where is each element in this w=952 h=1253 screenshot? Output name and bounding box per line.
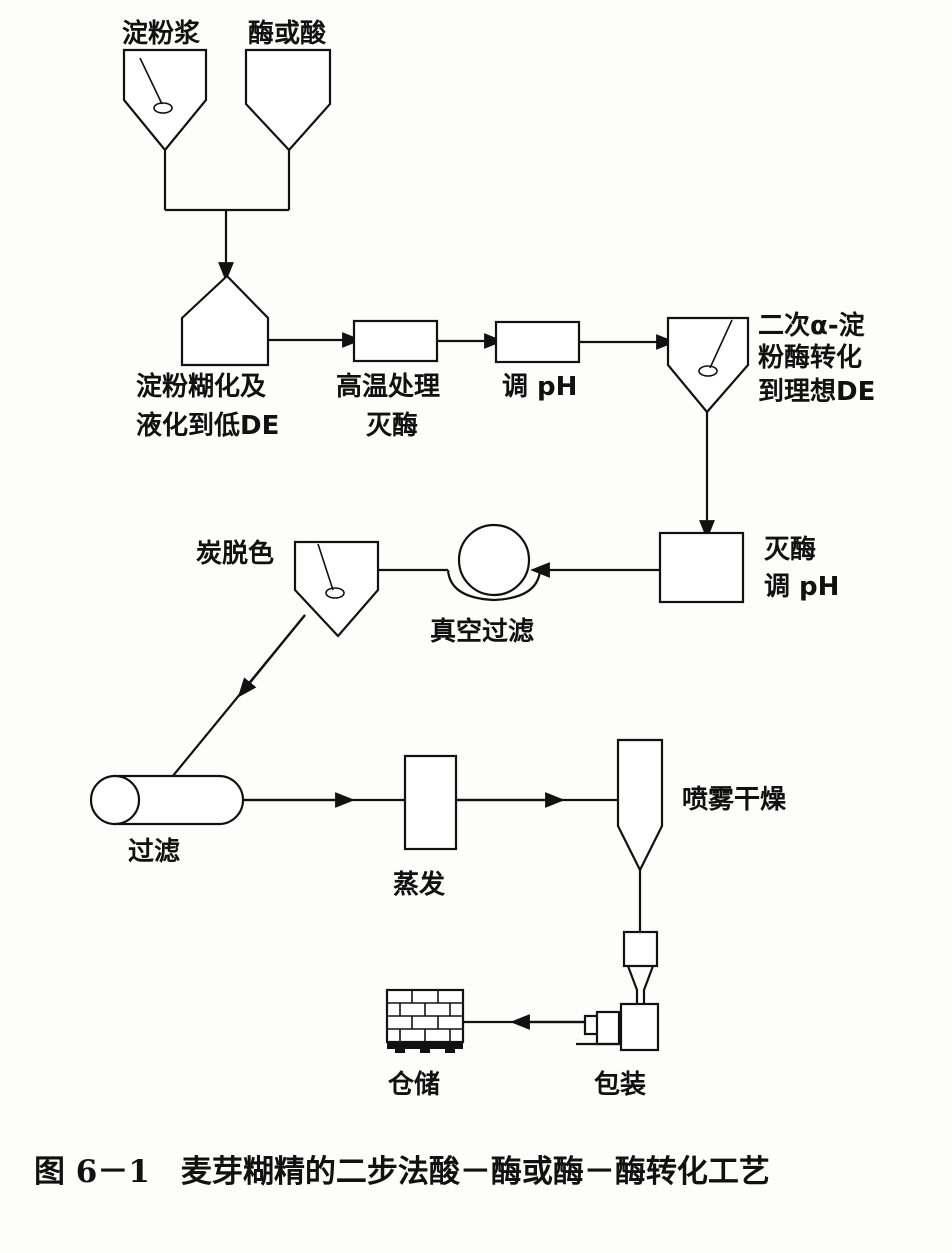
vacuum-filter-drum xyxy=(446,523,542,602)
label-storage: 仓储 xyxy=(387,1069,440,1100)
label-adjust-ph: 调 pH xyxy=(502,372,577,402)
figure-caption: 图 6－1 麦芽糊精的二步法酸－酶或酶－酶转化工艺 xyxy=(34,1154,770,1190)
label-high-temp-2: 灭酶 xyxy=(366,411,418,441)
label-second-1: 二次α-淀 xyxy=(758,310,866,341)
enzyme-acid-hopper xyxy=(244,48,332,210)
label-filter: 过滤 xyxy=(128,837,180,867)
arrow-to-filter xyxy=(237,614,306,698)
label-vacuum-filter: 真空过滤 xyxy=(430,616,534,647)
collector xyxy=(622,930,659,1004)
label-inactivate-2: 调 pH xyxy=(764,572,839,602)
label-second-3: 到理想DE xyxy=(758,377,875,407)
gelatinization-vessel xyxy=(180,274,270,367)
label-high-temp-1: 高温处理 xyxy=(336,371,440,402)
label-carbon-decolor: 炭脱色 xyxy=(196,538,274,569)
inactivate-box xyxy=(658,531,745,604)
high-temp-box xyxy=(352,319,439,363)
evaporator xyxy=(403,754,458,851)
label-gelatinize-1: 淀粉糊化及 xyxy=(136,371,266,402)
label-packaging: 包装 xyxy=(594,1069,646,1100)
label-spray-dry: 喷雾干燥 xyxy=(682,785,787,815)
storage-stack xyxy=(385,988,465,1053)
label-evaporate: 蒸发 xyxy=(393,869,445,900)
adjust-ph-box xyxy=(494,320,581,364)
packaging-machine xyxy=(576,1002,660,1052)
starch-slurry-hopper xyxy=(122,48,208,210)
carbon-decolor-vessel xyxy=(293,540,380,638)
spray-dryer xyxy=(616,738,664,932)
label-starch-slurry: 淀粉浆 xyxy=(122,18,201,49)
filter-cylinder xyxy=(89,774,245,826)
merge-line xyxy=(165,208,289,282)
label-second-2: 粉酶转化 xyxy=(758,343,862,373)
label-gelatinize-2: 液化到低DE xyxy=(136,411,279,441)
second-conversion-hopper xyxy=(666,316,750,414)
label-inactivate-1: 灭酶 xyxy=(764,535,816,565)
label-enzyme-or-acid: 酶或酸 xyxy=(248,19,327,49)
